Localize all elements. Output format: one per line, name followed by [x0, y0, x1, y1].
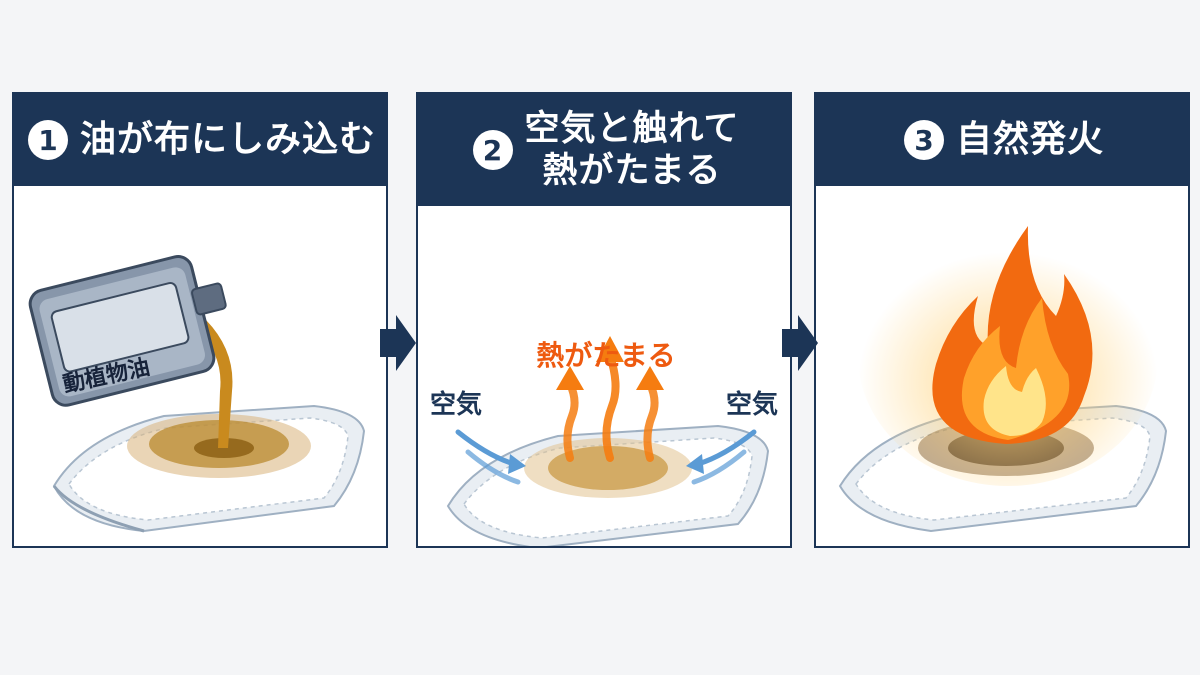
- step-2-title-line2: 熱がたまる: [542, 151, 722, 191]
- oil-can-icon: [28, 255, 227, 407]
- step-3-banner: 3 自然発火: [816, 94, 1188, 186]
- air-arrow-icon: [455, 429, 757, 485]
- step-2-illustration: [446, 336, 770, 546]
- heat-label: 熱がたまる: [536, 339, 676, 372]
- step-arrow-icon: [782, 315, 818, 371]
- air-label-right: 空気: [725, 390, 778, 420]
- step-1-illustration: [28, 255, 366, 533]
- step-1-number: 1: [27, 120, 68, 160]
- step-1-title: 油が布にしみ込む: [79, 119, 376, 161]
- step-1-banner: 1 油が布にしみ込む: [14, 94, 386, 186]
- step-3-scene: [816, 186, 1188, 546]
- heat-arrow-icon: [556, 336, 664, 462]
- step-3-panel: 3 自然発火: [814, 92, 1190, 548]
- step-2-title-line1: 空気と触れて: [524, 109, 740, 149]
- step-2-title: 空気と触れて 熱がたまる: [525, 108, 740, 192]
- oil-stream: [196, 320, 233, 448]
- step-3-number: 3: [903, 120, 944, 160]
- step-3-title: 自然発火: [955, 119, 1104, 161]
- step-2-banner: 2 空気と触れて 熱がたまる: [418, 94, 790, 206]
- step-arrow-icon: [380, 315, 416, 371]
- step-2-scene: 熱がたまる 空気 空気: [418, 206, 790, 546]
- step-1-scene: 動植物油: [14, 186, 386, 546]
- step-2-panel: 2 空気と触れて 熱がたまる: [416, 92, 792, 548]
- air-label-left: 空気: [430, 390, 483, 420]
- step-3-illustration: [838, 226, 1168, 533]
- flame-icon: [932, 226, 1093, 444]
- step-1-panel: 1 油が布にしみ込む: [12, 92, 388, 548]
- step-2-number: 2: [472, 130, 513, 170]
